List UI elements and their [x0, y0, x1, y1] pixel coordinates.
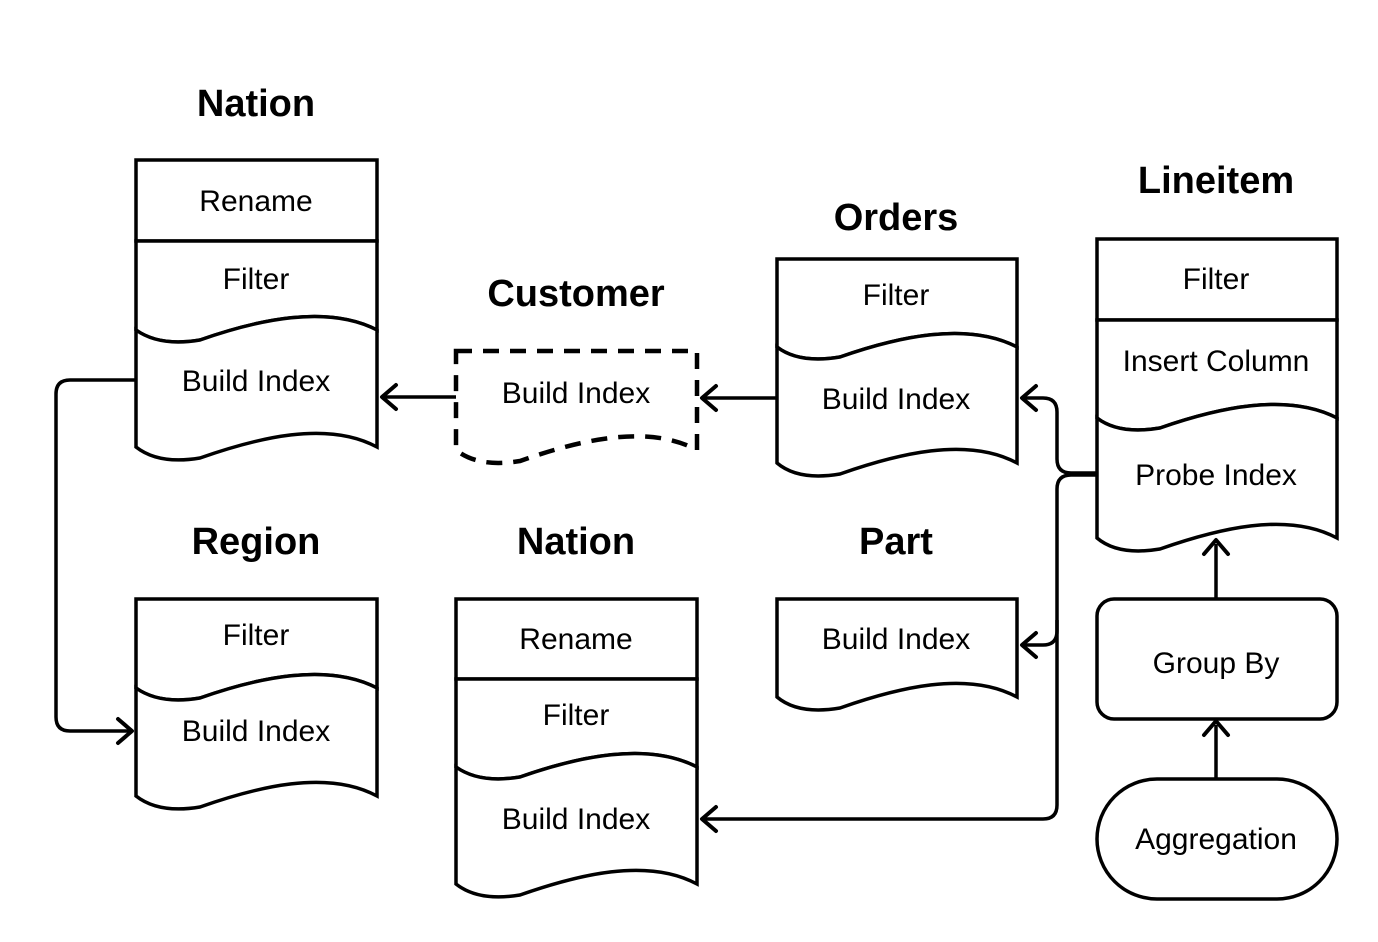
nation-top-title: Nation: [197, 83, 315, 125]
customer-table: Build Index: [453, 348, 700, 466]
edge-lineitem-to-orders: [1020, 384, 1097, 475]
region-filter-label: Filter: [223, 619, 290, 652]
orders-table: Filter Build Index: [775, 257, 1019, 478]
region-build-index-step: [134, 672, 379, 811]
edge-nation-top-to-region: [54, 378, 136, 745]
nation-top-rename-step: [134, 158, 379, 243]
aggregation-label: Aggregation: [1135, 823, 1297, 856]
region-table: Filter Build Index: [134, 597, 379, 811]
lineitem-probe-index-label: Probe Index: [1135, 459, 1297, 492]
nation-top-table: Rename Filter Build Index: [134, 158, 379, 462]
region-build-index-label: Build Index: [182, 715, 330, 748]
edge-orders-to-customer: [700, 384, 777, 412]
edge-customer-to-nation-top: [380, 383, 456, 411]
nation-top-build-index-label: Build Index: [182, 365, 330, 398]
customer-build-index-label: Build Index: [502, 377, 650, 410]
part-table: Build Index: [775, 597, 1019, 712]
lineitem-title: Lineitem: [1138, 160, 1294, 202]
nation-top-filter-label: Filter: [223, 263, 290, 296]
region-title: Region: [192, 521, 321, 563]
edge-aggregation-to-group-by: [1202, 719, 1230, 779]
orders-title: Orders: [834, 197, 959, 239]
nation-bottom-rename-label: Rename: [519, 623, 632, 656]
group-by-label: Group By: [1153, 647, 1280, 680]
lineitem-insert-column-label: Insert Column: [1123, 345, 1310, 378]
edge-lineitem-to-nation-bottom: [700, 620, 1059, 833]
customer-build-index-step: [453, 348, 700, 466]
part-build-index-label: Build Index: [822, 623, 970, 656]
edge-group-by-to-lineitem: [1202, 538, 1230, 599]
lineitem-table: Filter Insert Column Probe Index: [1095, 237, 1339, 553]
orders-filter-label: Filter: [863, 279, 930, 312]
part-build-index-step: [775, 597, 1019, 712]
orders-build-index-label: Build Index: [822, 383, 970, 416]
edge-lineitem-to-part: [1020, 473, 1097, 659]
customer-title: Customer: [487, 273, 665, 315]
nation-bottom-rename-step: [454, 597, 699, 681]
aggregation-operator: Aggregation: [1095, 777, 1339, 901]
nation-bottom-title: Nation: [517, 521, 635, 563]
part-title: Part: [859, 521, 933, 563]
lineitem-probe-index-step: [1095, 402, 1339, 553]
orders-build-index-step: [775, 331, 1019, 478]
lineitem-filter-label: Filter: [1183, 263, 1250, 296]
nation-bottom-build-index-label: Build Index: [502, 803, 650, 836]
nation-top-build-index-step: [134, 314, 379, 462]
nation-top-rename-label: Rename: [199, 185, 312, 218]
nation-bottom-build-index-step: [454, 751, 699, 899]
nation-bottom-filter-label: Filter: [543, 699, 610, 732]
lineitem-filter-step: [1095, 237, 1339, 322]
nation-bottom-table: Rename Filter Build Index: [454, 597, 699, 899]
group-by-operator: Group By: [1095, 597, 1339, 721]
